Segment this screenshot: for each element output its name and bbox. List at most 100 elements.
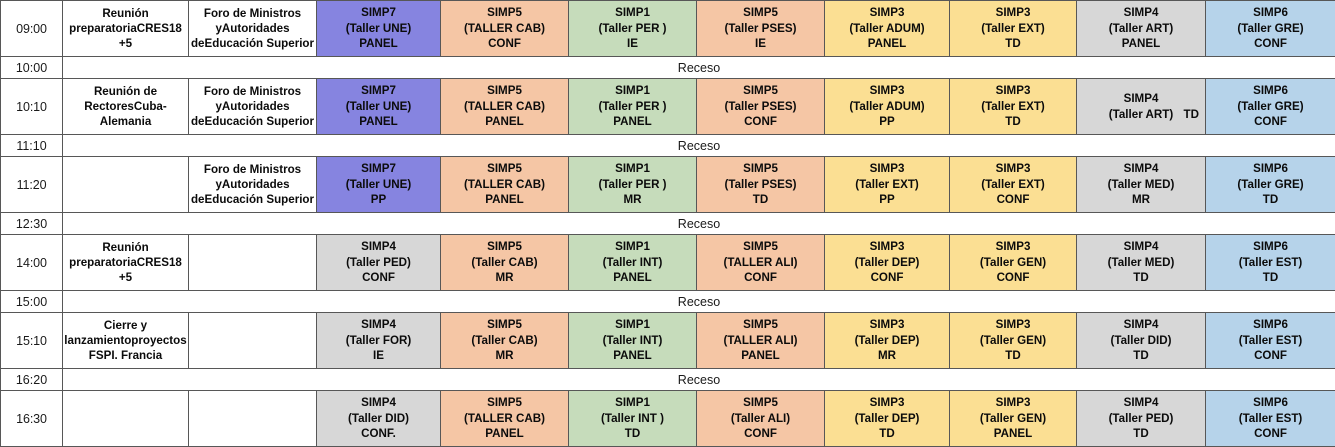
session-code: SIMP3 bbox=[995, 318, 1031, 332]
session-cell[interactable]: SIMP1(Taller INT)PANEL bbox=[568, 312, 697, 369]
session-format: PANEL bbox=[613, 349, 652, 363]
session-code: SIMP1 bbox=[615, 6, 650, 20]
session-cell[interactable]: SIMP5(Taller PSES)IE bbox=[696, 0, 825, 57]
activity-cell-left[interactable]: Reunión preparatoriaCRES18 +5 bbox=[62, 234, 189, 291]
session-code: SIMP1 bbox=[615, 396, 650, 410]
session-cell[interactable]: SIMP7(Taller UNE)PANEL bbox=[316, 78, 441, 135]
session-workshop: (Taller EXT) bbox=[981, 177, 1045, 191]
session-cell[interactable]: SIMP3(Taller EXT)CONF bbox=[949, 156, 1077, 213]
receso-label: Receso bbox=[62, 212, 1335, 235]
session-code: SIMP3 bbox=[995, 6, 1031, 20]
session-cell[interactable]: SIMP1(Taller INT)PANEL bbox=[568, 234, 697, 291]
activity-cell-forum[interactable] bbox=[188, 234, 317, 291]
session-workshop: (Taller GEN) bbox=[979, 255, 1047, 269]
activity-cell-left[interactable]: Reunión preparatoriaCRES18 +5 bbox=[62, 0, 189, 57]
session-cell[interactable]: SIMP3(Taller GEN)CONF bbox=[949, 234, 1077, 291]
session-cell[interactable]: SIMP3(Taller DEP)TD bbox=[824, 390, 950, 447]
session-workshop: (Taller EXT) bbox=[981, 99, 1045, 113]
session-cell[interactable]: SIMP5(TALLER CAB)PANEL bbox=[440, 156, 569, 213]
time-cell: 10:00 bbox=[0, 56, 63, 79]
activity-cell-left[interactable] bbox=[62, 156, 189, 213]
session-workshop-row: (Taller ART)TD bbox=[1077, 107, 1205, 123]
session-cell[interactable]: SIMP5(TALLER ALI)PANEL bbox=[696, 312, 825, 369]
session-format: CONF bbox=[996, 271, 1030, 285]
text-line: Autoridades de bbox=[190, 177, 290, 207]
activity-cell-forum[interactable]: Foro de Ministros yAutoridades deEducaci… bbox=[188, 0, 317, 57]
session-cell[interactable]: SIMP3(Taller EXT)TD bbox=[949, 0, 1077, 57]
session-cell[interactable]: SIMP4(Taller DID)TD bbox=[1076, 312, 1206, 369]
activity-cell-left[interactable] bbox=[62, 390, 189, 447]
session-cell[interactable]: SIMP4(Taller PED)TD bbox=[1076, 390, 1206, 447]
session-cell[interactable]: SIMP4(Taller MED)MR bbox=[1076, 156, 1206, 213]
session-workshop: (Taller PED) bbox=[346, 255, 411, 269]
session-cell[interactable]: SIMP5(TALLER CAB)PANEL bbox=[440, 390, 569, 447]
text-line: Autoridades de bbox=[190, 21, 290, 51]
session-cell[interactable]: SIMP4(Taller ART)TD bbox=[1076, 78, 1206, 135]
time-cell: 16:20 bbox=[0, 368, 63, 391]
session-cell[interactable]: SIMP5(Taller CAB)MR bbox=[440, 234, 569, 291]
session-cell[interactable]: SIMP6(Taller GRE)CONF bbox=[1205, 0, 1335, 57]
session-cell[interactable]: SIMP3(Taller GEN)TD bbox=[949, 312, 1077, 369]
session-cell[interactable]: SIMP3(Taller DEP)MR bbox=[824, 312, 950, 369]
session-cell[interactable]: SIMP4(Taller ART)PANEL bbox=[1076, 0, 1206, 57]
session-code: SIMP6 bbox=[1253, 396, 1288, 410]
activity-cell-forum[interactable] bbox=[188, 390, 317, 447]
session-format: PANEL bbox=[359, 37, 398, 51]
session-workshop: (Taller INT ) bbox=[601, 411, 664, 425]
session-cell[interactable]: SIMP3(Taller ADUM)PP bbox=[824, 78, 950, 135]
session-cell[interactable]: SIMP3(Taller EXT)TD bbox=[949, 78, 1077, 135]
activity-cell-forum[interactable]: Foro de Ministros yAutoridades deEducaci… bbox=[188, 156, 317, 213]
session-cell[interactable]: SIMP6(Taller EST)CONF bbox=[1205, 390, 1335, 447]
session-workshop: (Taller DEP) bbox=[854, 333, 920, 347]
session-cell[interactable]: SIMP4(Taller PED)CONF bbox=[316, 234, 441, 291]
session-code: SIMP4 bbox=[361, 318, 396, 332]
session-cell[interactable]: SIMP1(Taller PER )IE bbox=[568, 0, 697, 57]
time-cell: 16:30 bbox=[0, 390, 63, 447]
session-format: PANEL bbox=[613, 271, 652, 285]
session-cell[interactable]: SIMP7(Taller UNE)PANEL bbox=[316, 0, 441, 57]
session-workshop: (Taller PSES) bbox=[724, 99, 797, 113]
session-cell[interactable]: SIMP5(Taller CAB)MR bbox=[440, 312, 569, 369]
session-cell[interactable]: SIMP3(Taller DEP)CONF bbox=[824, 234, 950, 291]
receso-label: Receso bbox=[62, 290, 1335, 313]
session-cell[interactable]: SIMP5(Taller PSES)CONF bbox=[696, 78, 825, 135]
session-cell[interactable]: SIMP5(TALLER CAB)CONF bbox=[440, 0, 569, 57]
session-cell[interactable]: SIMP6(Taller GRE)CONF bbox=[1205, 78, 1335, 135]
session-cell[interactable]: SIMP6(Taller GRE)TD bbox=[1205, 156, 1335, 213]
session-cell[interactable]: SIMP1(Taller INT )TD bbox=[568, 390, 697, 447]
session-workshop: (Taller EXT) bbox=[855, 177, 919, 191]
session-code: SIMP1 bbox=[615, 84, 650, 98]
session-cell[interactable]: SIMP5(Taller PSES)TD bbox=[696, 156, 825, 213]
session-code: SIMP5 bbox=[487, 240, 522, 254]
session-cell[interactable]: SIMP5(TALLER CAB)PANEL bbox=[440, 78, 569, 135]
session-cell[interactable]: SIMP5(Taller ALI)CONF bbox=[696, 390, 825, 447]
session-cell[interactable]: SIMP4(Taller MED)TD bbox=[1076, 234, 1206, 291]
session-format: IE bbox=[627, 37, 638, 51]
activity-cell-left[interactable]: Cierre y lanzamientoproyectos FSPI. Fran… bbox=[62, 312, 189, 369]
time-cell: 09:00 bbox=[0, 0, 63, 57]
activity-cell-forum[interactable] bbox=[188, 312, 317, 369]
session-format: IE bbox=[755, 37, 766, 51]
session-code: SIMP3 bbox=[869, 240, 905, 254]
activity-cell-left[interactable]: Reunión de RectoresCuba-Alemania bbox=[62, 78, 189, 135]
session-cell[interactable]: SIMP3(Taller GEN)PANEL bbox=[949, 390, 1077, 447]
session-cell[interactable]: SIMP5(TALLER ALI)CONF bbox=[696, 234, 825, 291]
session-cell[interactable]: SIMP4(Taller FOR)IE bbox=[316, 312, 441, 369]
session-cell[interactable]: SIMP1(Taller PER )MR bbox=[568, 156, 697, 213]
session-cell[interactable]: SIMP3(Taller ADUM)PANEL bbox=[824, 0, 950, 57]
session-cell[interactable]: SIMP3(Taller EXT)PP bbox=[824, 156, 950, 213]
session-cell[interactable]: SIMP4(Taller DID)CONF. bbox=[316, 390, 441, 447]
session-code: SIMP5 bbox=[487, 84, 522, 98]
session-cell[interactable]: SIMP6(Taller EST)CONF bbox=[1205, 312, 1335, 369]
receso-label: Receso bbox=[62, 56, 1335, 79]
session-cell[interactable]: SIMP1(Taller PER )PANEL bbox=[568, 78, 697, 135]
session-cell[interactable]: SIMP6(Taller EST)TD bbox=[1205, 234, 1335, 291]
activity-cell-forum[interactable]: Foro de Ministros yAutoridades deEducaci… bbox=[188, 78, 317, 135]
session-workshop: (Taller ADUM) bbox=[849, 21, 925, 35]
session-workshop: (Taller ALI) bbox=[730, 411, 791, 425]
session-cell[interactable]: SIMP7(Taller UNE)PP bbox=[316, 156, 441, 213]
